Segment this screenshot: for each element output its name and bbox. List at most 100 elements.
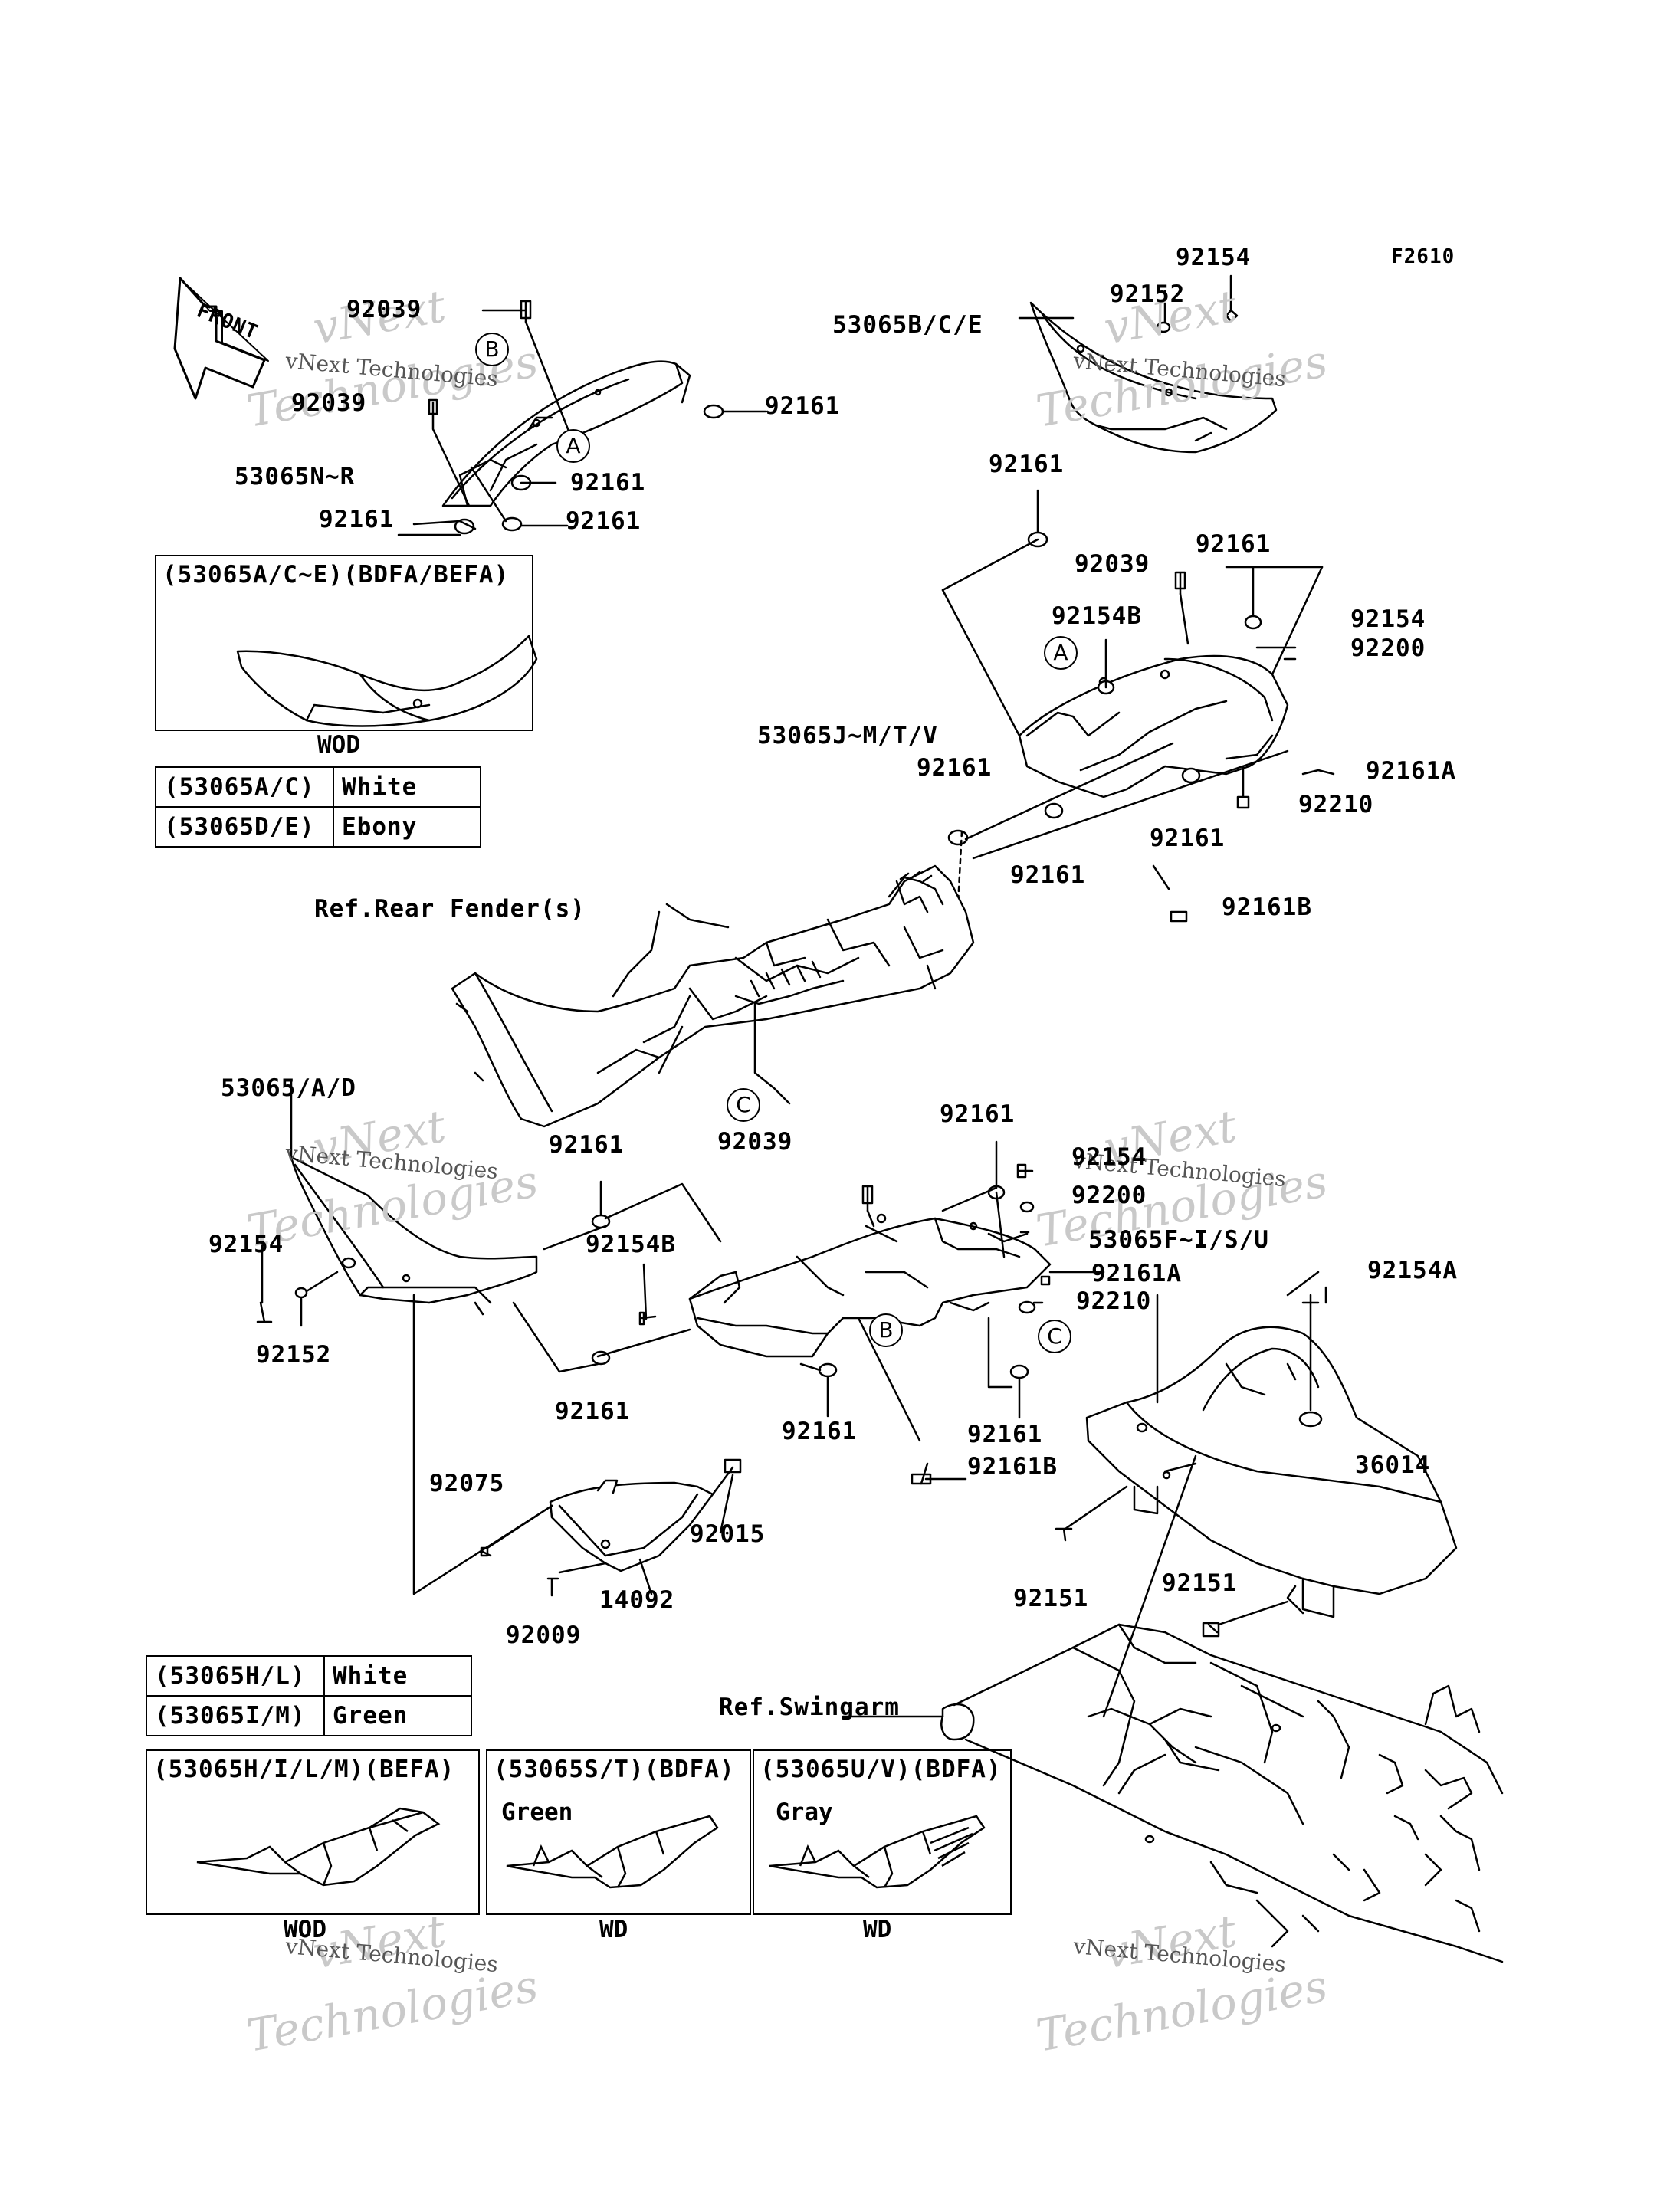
part-label: 92161 [1150, 825, 1226, 852]
legend-color: White [333, 766, 481, 808]
part-label: 92151 [1162, 1569, 1238, 1597]
legend-code: (53065A/C) [155, 766, 334, 808]
variant-box-top-drawing [236, 635, 538, 727]
variant-box-top: (53065A/C~E)(BDFA/BEFA) [155, 555, 533, 731]
legend-row: (53065H/L) White [146, 1655, 472, 1697]
bracket-part [549, 1458, 742, 1572]
callout-c: C [1038, 1320, 1071, 1353]
tail-cover-lower-center [688, 1213, 1052, 1358]
variant-box: (53065S/T)(BDFA) Green [486, 1749, 751, 1915]
part-label: Ref.Rear Fender(s) [314, 895, 586, 923]
side-cover-lower-left [290, 1156, 538, 1316]
part-label: 53065J~M/T/V [757, 722, 938, 749]
part-label: 92161 [765, 392, 841, 420]
part-label: 53065N~R [235, 463, 356, 490]
legend-code: (53065H/L) [146, 1655, 325, 1697]
legend-row: (53065D/E) Ebony [155, 806, 481, 848]
part-label: 92200 [1071, 1182, 1147, 1209]
callout-c: C [727, 1088, 760, 1122]
variant-box: (53065H/I/L/M)(BEFA) [146, 1749, 480, 1915]
legend-row: (53065I/M) Green [146, 1695, 472, 1736]
part-label: 92161 [566, 507, 641, 535]
legend-row: (53065A/C) White [155, 766, 481, 808]
part-label: 92161A [1366, 757, 1456, 785]
part-label: 92161B [1222, 894, 1312, 921]
variant-box-color: Gray [776, 1799, 833, 1826]
part-label: 92152 [1110, 280, 1186, 308]
part-label: 14092 [599, 1586, 675, 1614]
part-label: 92039 [717, 1128, 793, 1156]
part-label: 92161A [1091, 1260, 1182, 1287]
part-label: 92161B [967, 1453, 1058, 1481]
part-label: Ref.Swingarm [719, 1694, 900, 1721]
part-label: 92154B [586, 1231, 676, 1258]
part-label: 53065F~I/S/U [1088, 1226, 1269, 1254]
legend-code: (53065I/M) [146, 1695, 325, 1736]
legend-color: White [323, 1655, 472, 1697]
part-label: 92039 [346, 296, 422, 323]
part-label: 92161 [1010, 861, 1086, 889]
part-label: 53065/A/D [221, 1074, 356, 1102]
part-label: 92152 [256, 1341, 332, 1369]
part-label: 92161 [570, 469, 646, 497]
part-label: 92154 [1176, 244, 1252, 271]
legend-color: Ebony [333, 806, 481, 848]
part-label: 92075 [429, 1470, 505, 1497]
part-label: 92161 [940, 1100, 1016, 1128]
part-label: 92154A [1367, 1257, 1458, 1284]
part-label: 92154B [1052, 602, 1142, 630]
part-label: 92161 [782, 1418, 858, 1445]
tail-cover-middle-right [1018, 654, 1289, 798]
callout-a: A [1044, 636, 1078, 670]
variant-box-code: WOD [284, 1916, 326, 1943]
part-label: 92154 [1071, 1143, 1147, 1171]
part-label: 92161 [967, 1421, 1043, 1448]
variant-box-code: WD [863, 1916, 892, 1943]
part-label: 92161 [555, 1398, 631, 1425]
variant-box-title: (53065A/C~E)(BDFA/BEFA) [162, 561, 510, 589]
part-label: 92039 [1075, 550, 1150, 578]
variant-box-title: (53065S/T)(BDFA) [494, 1756, 735, 1783]
callout-b: B [475, 333, 509, 366]
variant-box-code: WD [599, 1916, 628, 1943]
part-label: 53065B/C/E [832, 311, 983, 339]
part-label: 92210 [1298, 791, 1374, 818]
chain-guard [1085, 1326, 1458, 1618]
color-legend-top: (53065A/C) White (53065D/E) Ebony [155, 766, 481, 848]
part-label: 36014 [1355, 1451, 1431, 1479]
callout-a: A [556, 429, 590, 463]
legend-code: (53065D/E) [155, 806, 334, 848]
variant-drawing [769, 1815, 986, 1889]
rear-fender-assembly [451, 864, 975, 1128]
callout-b: B [869, 1313, 903, 1347]
color-legend-bottom: (53065H/L) White (53065I/M) Green [146, 1655, 472, 1736]
variant-box-code: WOD [317, 731, 360, 759]
variant-box-title: (53065H/I/L/M)(BEFA) [153, 1756, 455, 1783]
variant-drawing [506, 1815, 719, 1889]
legend-color: Green [323, 1695, 472, 1736]
front-arrow-icon [173, 277, 269, 400]
part-label: 92210 [1076, 1287, 1152, 1315]
part-label: 92161 [1196, 530, 1271, 558]
part-label: 92154 [208, 1231, 284, 1258]
variant-box-color: Green [501, 1799, 573, 1826]
variant-drawing [196, 1807, 441, 1887]
part-label: 92161 [319, 506, 395, 533]
part-label: 92039 [291, 389, 367, 417]
variant-box-title: (53065U/V)(BDFA) [760, 1756, 1002, 1783]
part-label: 92161 [917, 754, 993, 782]
part-label: 92151 [1013, 1585, 1089, 1612]
part-label: 92200 [1350, 635, 1426, 662]
figure-code: F2610 [1391, 245, 1455, 268]
part-label: 92161 [549, 1131, 625, 1159]
fasteners-top-left [397, 300, 768, 536]
part-label: 92009 [506, 1622, 582, 1649]
variant-box: (53065U/V)(BDFA) Gray [753, 1749, 1012, 1915]
part-label: 92015 [690, 1520, 766, 1548]
swingarm [940, 1623, 1504, 1963]
side-cover-upper-right [1018, 274, 1278, 454]
part-label: 92161 [989, 451, 1065, 478]
part-label: 92154 [1350, 605, 1426, 633]
